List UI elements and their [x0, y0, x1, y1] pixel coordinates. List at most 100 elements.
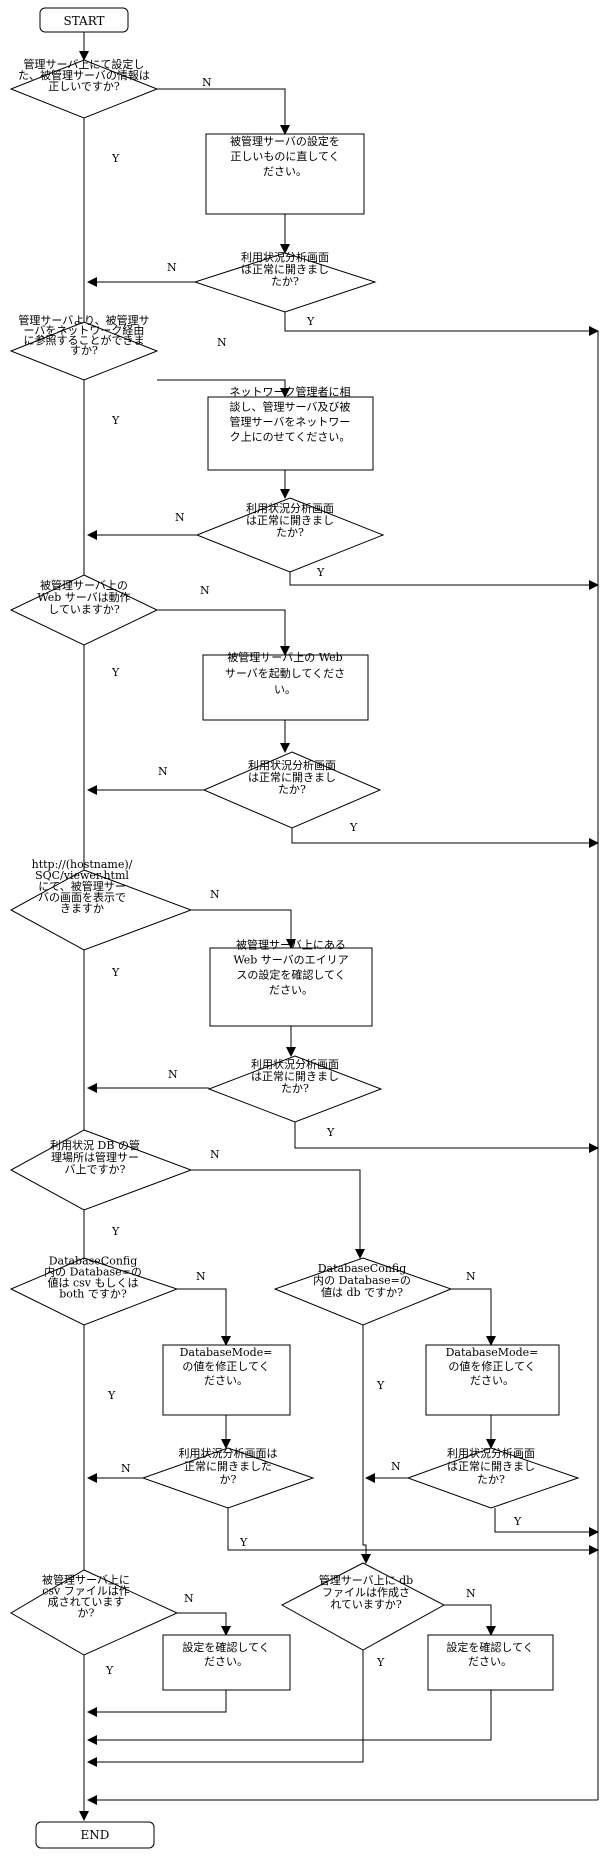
text-line: 利用状況分析画面 [248, 758, 336, 772]
text-line: 利用状況 DB の管 [50, 1138, 140, 1152]
decision-text: 利用状況 DB の管理場所は管理サーバ上ですか? [50, 1138, 140, 1176]
action-box [162, 1634, 291, 1691]
connector [294, 1122, 599, 1153]
no-label: N [210, 1148, 220, 1161]
connectors [79, 32, 599, 1821]
text-line: たか? [271, 275, 299, 288]
text-line: たか? [281, 1082, 309, 1095]
text-line: バ上ですか? [65, 1163, 126, 1176]
text-line: 被管理サーバ上の [40, 578, 128, 592]
connector [87, 1650, 364, 1767]
text-line: たか? [477, 1473, 505, 1486]
text-line: ださい。 [204, 1374, 248, 1387]
text-line: 被管理サーバの設定を [230, 134, 340, 148]
decision-text: 管理サーバ上にて設定した、被管理サーバの情報は正しいですか? [18, 57, 150, 93]
connector [87, 1690, 227, 1717]
action-box [162, 1344, 291, 1416]
text-line: 設定を確認してく [446, 1640, 533, 1654]
decision-text: 利用状況分析画面は正常に開きましたか? [179, 1446, 278, 1486]
text-line: csv ファイルは作 [42, 1585, 130, 1598]
decision-diamond [9, 1257, 179, 1326]
no-label: N [175, 511, 185, 524]
decision-diamond [202, 751, 382, 829]
decision-text: 利用状況分析画面は正常に開きましたか? [241, 250, 329, 288]
action-text: DatabaseMode=の値を修正してください。 [446, 1346, 539, 1387]
yes-label: Y [316, 566, 325, 579]
connector [191, 1169, 365, 1259]
text-line: 被管理サーバ上の Web [227, 650, 342, 664]
action-text: ネットワーク管理者に相談し、管理サーバ及び被管理サーバをネットワーク上にのせてく… [230, 385, 351, 444]
text-line: は正常に開きまし [251, 1070, 339, 1083]
text-line: 正しいですか? [48, 80, 120, 93]
yes-label: Y [376, 1656, 385, 1669]
no-label: N [167, 261, 177, 274]
text-line: DatabaseMode= [180, 1346, 273, 1359]
text-line: 管理サーバより、被管理サ [18, 313, 149, 327]
text-line: SQC/viewer.html [35, 869, 129, 882]
decision-diamond [10, 1569, 179, 1656]
action-text: DatabaseMode=の値を修正してください。 [180, 1346, 273, 1387]
decision-text: 管理サーバより、被管理サーバをネットワーク経由に参照することができますか? [18, 313, 149, 357]
action-text: 被管理サーバの設定を正しいものに直してください。 [230, 134, 340, 178]
yes-label: Y [306, 315, 315, 328]
connector [177, 1612, 231, 1636]
text-line: すか? [70, 344, 98, 357]
text-line: 正常に開きました [184, 1460, 272, 1473]
connector [494, 1508, 599, 1537]
decision-diamond [195, 497, 385, 573]
end-terminal [35, 1821, 155, 1849]
text-line: の値を修正してく [448, 1359, 535, 1373]
connector [157, 88, 290, 135]
connector [361, 1325, 371, 1564]
action-box [205, 133, 365, 215]
node-texts: 管理サーバ上にて設定した、被管理サーバの情報は正しいですか? 被管理サーバの設定… [18, 57, 538, 1668]
text-line: both ですか? [59, 1288, 127, 1301]
decision-diamond [193, 252, 377, 313]
shapes [9, 7, 580, 1849]
connector [451, 1288, 496, 1346]
text-line: の値を修正してく [182, 1359, 269, 1373]
decision-diamond [9, 59, 159, 119]
text-line: ださい。 [470, 1374, 514, 1387]
text-line: 談し、管理サーバ及び被 [230, 400, 351, 414]
no-label: N [466, 1587, 476, 1600]
text-line: 設定を確認してく [182, 1640, 269, 1654]
no-label: N [158, 765, 168, 778]
yes-label: Y [513, 1515, 522, 1528]
text-line: サーバを起動してくださ [225, 666, 345, 680]
text-line: 管理サーバ上に db [319, 1573, 413, 1587]
no-label: N [210, 888, 220, 901]
connector [177, 1288, 231, 1346]
text-line: 利用状況分析画面 [251, 1057, 339, 1071]
decision-diamond [9, 321, 159, 381]
end-label: END [81, 1828, 110, 1842]
text-line: バの画面を表示で [38, 890, 126, 904]
yes-label: Y [111, 1225, 120, 1238]
connector [227, 1508, 599, 1555]
decision-diamond [207, 1055, 383, 1123]
yes-label: Y [376, 1379, 385, 1392]
text-line: ださい。 [263, 165, 307, 178]
text-line: ださい。 [204, 1655, 248, 1668]
decision-text: 利用状況分析画面は正常に開きましたか? [246, 501, 334, 539]
start-terminal [39, 7, 129, 33]
text-line: か? [220, 1473, 237, 1486]
text-line: か? [78, 1607, 95, 1620]
branch-labels: N Y N Y N Y N Y N Y N Y N Y N Y N Y N Y … [105, 76, 522, 1677]
action-box [425, 1344, 560, 1416]
no-label: N [466, 1270, 476, 1283]
text-line: Web サーバは動作 [37, 590, 130, 604]
text-line: は正常に開きまし [248, 771, 336, 784]
connector [289, 572, 599, 590]
text-line: DatabaseConfig [49, 1255, 138, 1268]
yes-label: Y [105, 1664, 114, 1677]
text-line: 利用状況分析画面 [241, 250, 329, 264]
text-line: 内の Database=の [313, 1273, 411, 1287]
text-line: 被管理サーバ上にある [236, 938, 346, 952]
text-line: きますか [60, 902, 104, 915]
text-line: Web サーバのエイリア [233, 954, 348, 967]
text-line: ファイルは作成さ [322, 1586, 410, 1599]
